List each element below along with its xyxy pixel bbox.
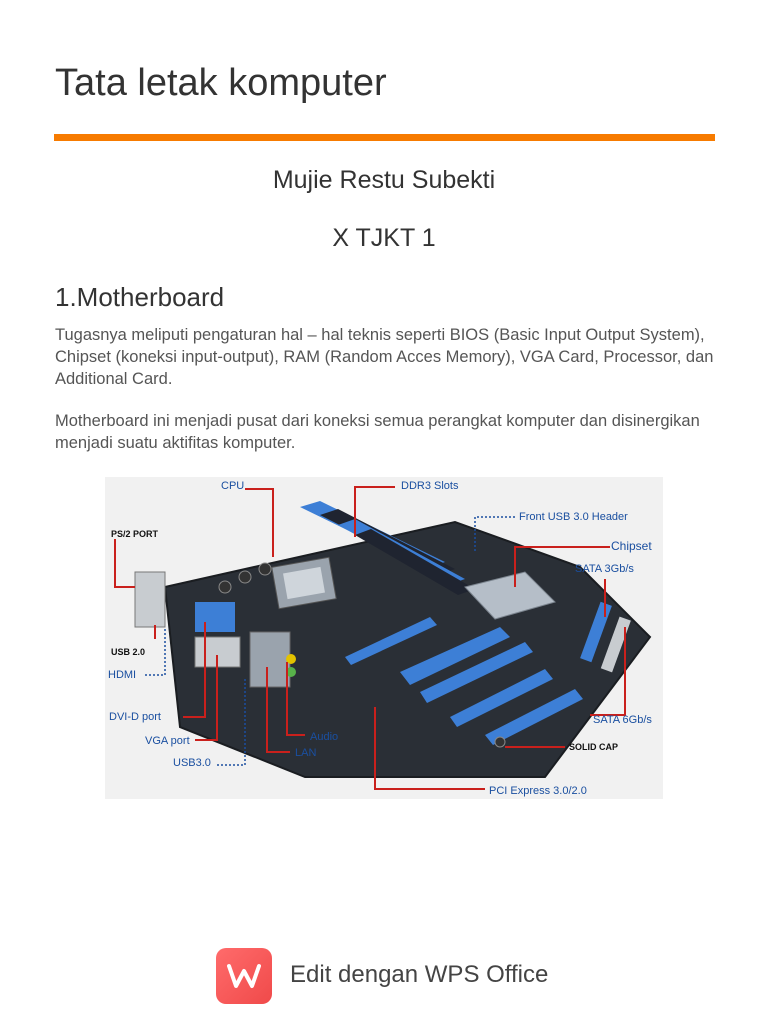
hdmi-label: HDMI: [108, 669, 137, 681]
solid-cap-label: SOLID CAP: [569, 742, 619, 752]
motherboard-illustration: [114, 486, 652, 790]
sata3-label: SATA 3Gb/s: [575, 563, 634, 575]
class-name: X TJKT 1: [332, 224, 436, 252]
author-name: Mujie Restu Subekti: [272, 166, 496, 194]
wps-footer-text[interactable]: Edit dengan WPS Office: [290, 961, 549, 988]
usb20-label: USB 2.0: [111, 647, 146, 657]
motherboard-figure: CPU DDR3 Slots Front USB 3.0 Header PS/2…: [105, 477, 663, 799]
paragraph-2: Motherboard ini menjadi pusat dari konek…: [55, 412, 700, 452]
wps-logo-icon[interactable]: [216, 948, 272, 1004]
front-usb-label: Front USB 3.0 Header: [519, 511, 628, 523]
ddr3-label: DDR3 Slots: [401, 480, 459, 492]
section-heading: 1.Motherboard: [55, 282, 225, 312]
document-title: Tata letak komputer: [55, 62, 387, 104]
pcie-label: PCI Express 3.0/2.0: [489, 785, 587, 797]
lan-label: LAN: [295, 747, 317, 759]
chipset-label: Chipset: [611, 539, 652, 553]
paragraph-1: Tugasnya meliputi pengaturan hal – hal t…: [55, 326, 714, 388]
ps2-label: PS/2 PORT: [111, 529, 159, 539]
wps-w-icon: [227, 964, 261, 988]
dvid-label: DVI-D port: [109, 711, 161, 723]
sata6-label: SATA 6Gb/s: [593, 714, 652, 726]
audio-label: Audio: [310, 731, 339, 743]
cpu-label: CPU: [221, 480, 245, 492]
vga-label: VGA port: [145, 735, 190, 747]
usb30-label: USB3.0: [173, 757, 211, 769]
title-divider: [54, 134, 715, 141]
